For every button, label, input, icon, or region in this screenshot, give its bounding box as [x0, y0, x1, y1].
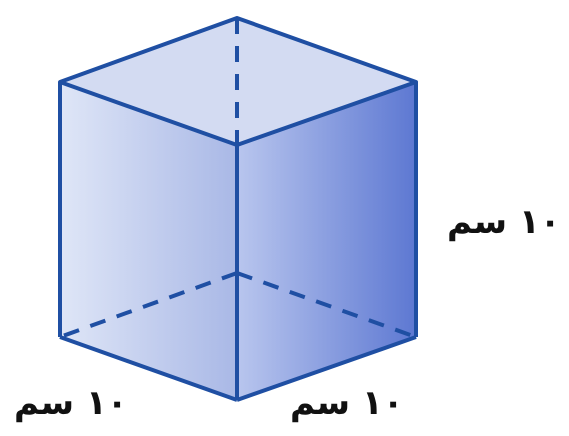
- height-dimension-label: ١٠ سم: [447, 202, 561, 242]
- hidden-edge-right: [236, 271, 417, 339]
- left-edge-dimension-label: ١٠ سم: [14, 383, 128, 423]
- bottom-left-edge: [59, 335, 238, 402]
- hidden-edge-left: [59, 271, 238, 339]
- front-edge-dimension-label: ١٠ سم: [290, 383, 404, 423]
- bottom-right-edge: [236, 335, 417, 402]
- visible-edges: [58, 16, 418, 402]
